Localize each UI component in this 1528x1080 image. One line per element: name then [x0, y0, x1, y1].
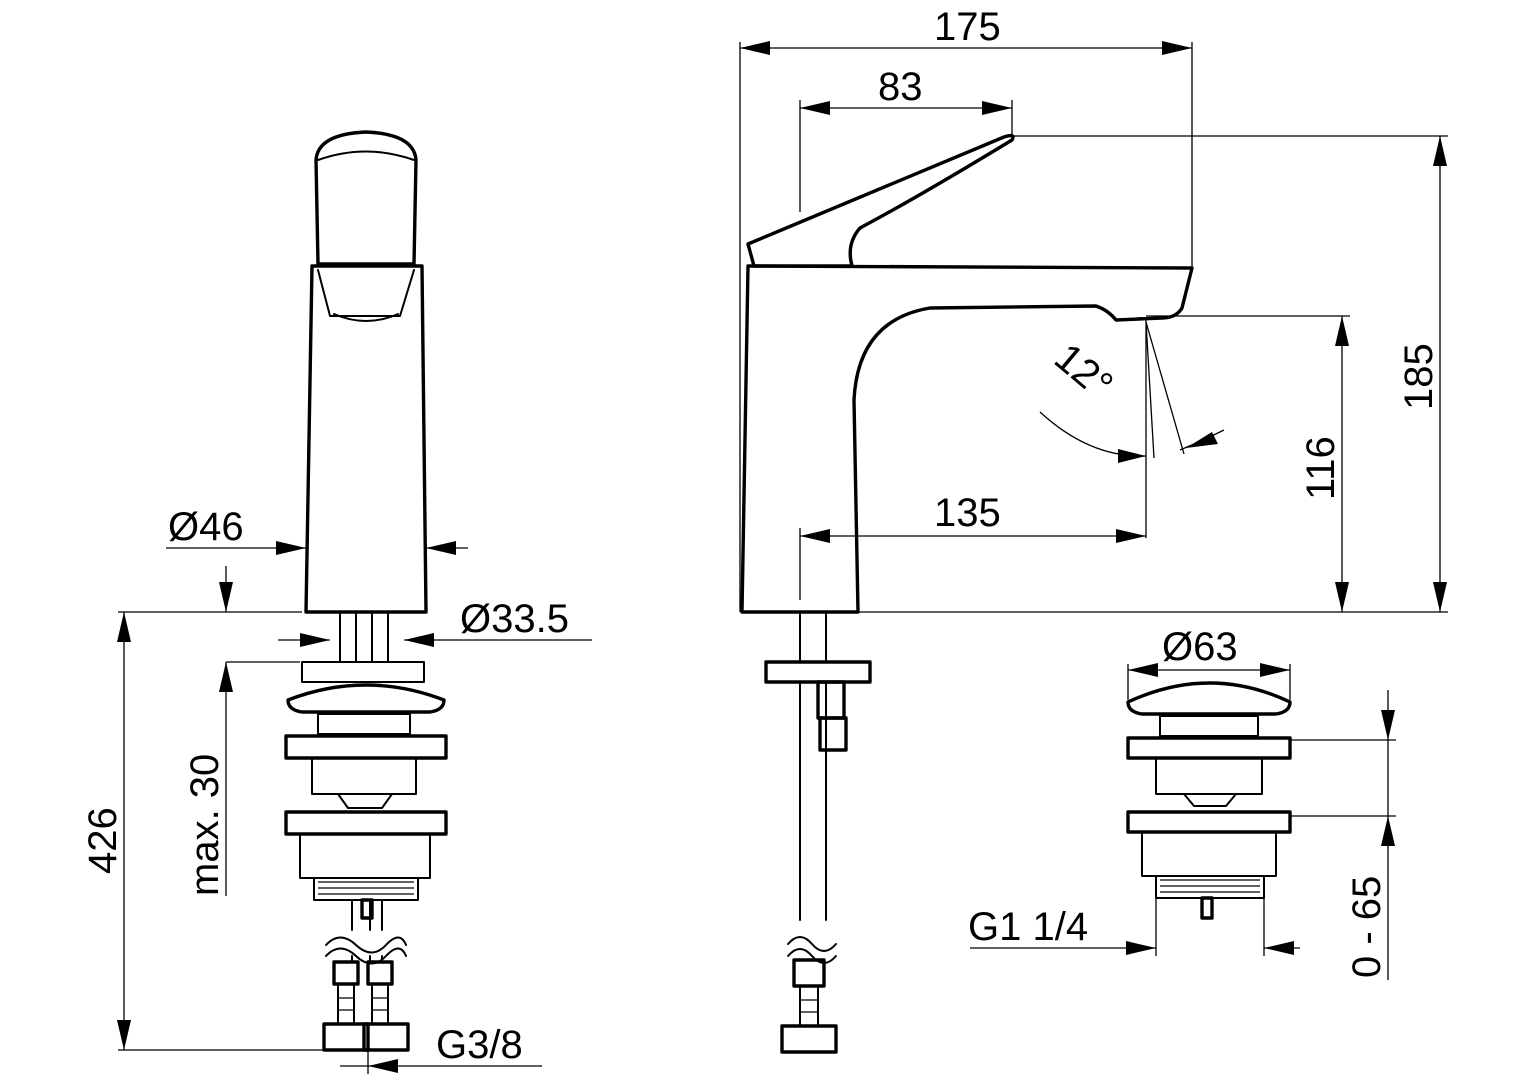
side-view	[740, 133, 1194, 1054]
label-body-diameter: Ø46	[168, 505, 244, 549]
label-width-total: 175	[934, 5, 1001, 49]
label-hose-thread: G3/8	[436, 1023, 523, 1067]
side-dimensions: 175 83 185 116 12° 135	[739, 5, 1448, 613]
label-height-total: 185	[1397, 343, 1441, 410]
front-lever-handle	[314, 130, 418, 266]
side-lever-handle	[746, 133, 1015, 268]
label-spout-reach: 135	[934, 491, 1001, 535]
front-dimensions: Ø46 Ø33.5 max. 30 426 G3/8	[81, 505, 592, 1074]
label-waste-thread: G1 1/4	[968, 905, 1088, 949]
waste-dimensions: Ø63 G1 1/4 0 - 65	[968, 625, 1396, 980]
side-mounting	[764, 611, 872, 1054]
label-angle: 12°	[1046, 335, 1121, 408]
front-mounting-rods	[301, 611, 425, 683]
label-outlet-height: 116	[1299, 436, 1343, 500]
waste-valve-detail	[1126, 681, 1292, 920]
front-supply-hoses	[322, 899, 410, 1052]
front-waste-valve	[284, 683, 448, 920]
label-waste-diameter: Ø63	[1162, 625, 1238, 669]
side-body-and-spout	[740, 264, 1194, 614]
label-hose-length: 426	[81, 807, 125, 874]
label-base-diameter: Ø33.5	[460, 597, 569, 641]
label-lever-reach: 83	[878, 65, 923, 109]
label-waste-range: 0 - 65	[1345, 876, 1389, 978]
front-view	[284, 130, 448, 1052]
front-body	[304, 264, 428, 614]
label-max-thickness: max. 30	[183, 754, 227, 896]
